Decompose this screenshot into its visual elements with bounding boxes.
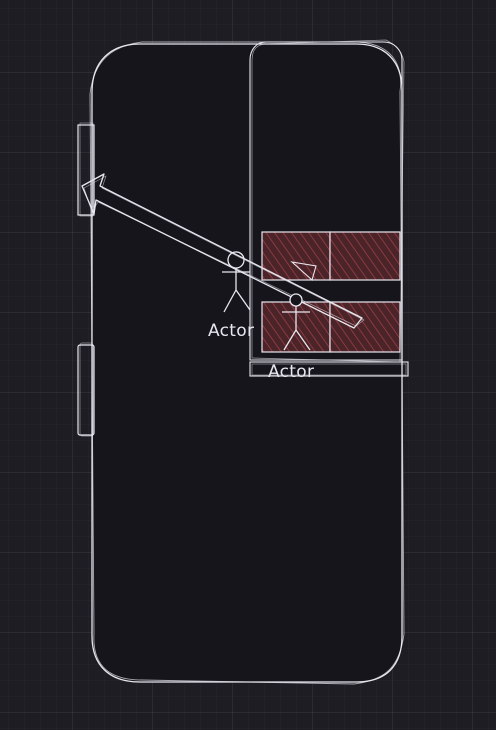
phone-body-shape[interactable] xyxy=(89,41,405,685)
arrow-icon[interactable] xyxy=(81,173,365,329)
actor-label-1: Actor xyxy=(208,321,254,341)
stick-figure-icon[interactable] xyxy=(222,251,251,313)
hatched-block-top-right[interactable] xyxy=(329,231,401,281)
hatched-block-bottom-right[interactable] xyxy=(329,301,401,353)
actor-label-2: Actor xyxy=(268,362,314,382)
side-button-bottom[interactable] xyxy=(77,342,95,437)
actor-label-2-box[interactable] xyxy=(249,361,409,377)
hatched-block-top-left[interactable] xyxy=(261,231,331,281)
side-button-top[interactable] xyxy=(77,122,95,217)
stick-figure-icon[interactable] xyxy=(282,293,311,351)
